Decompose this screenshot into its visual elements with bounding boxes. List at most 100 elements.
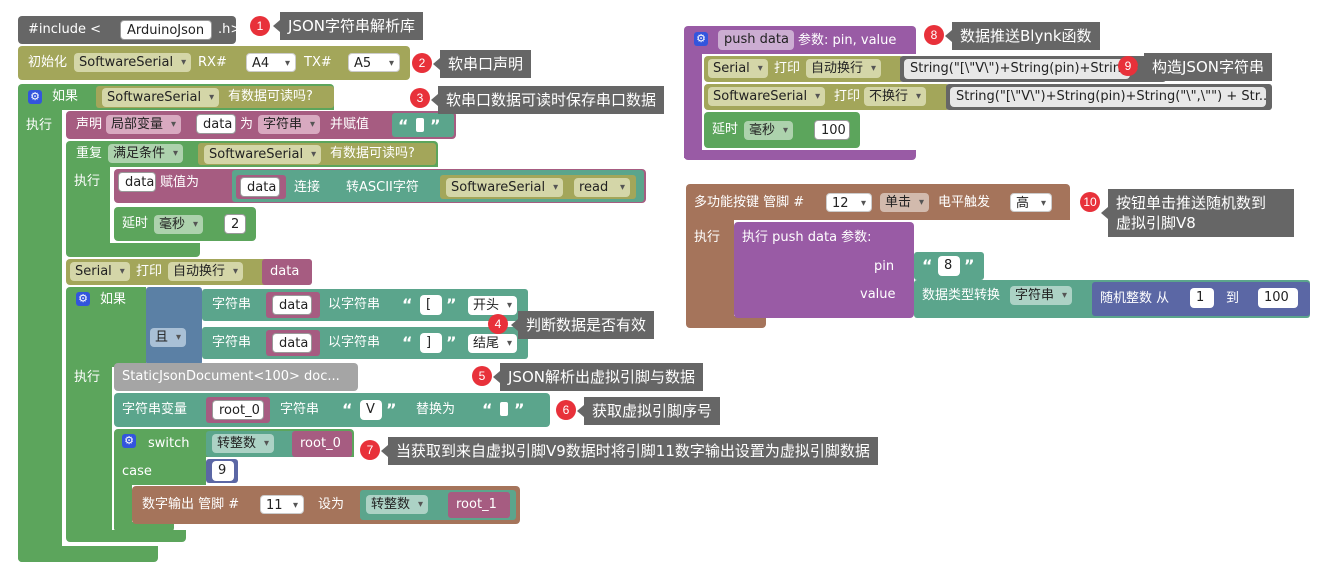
include-block[interactable]: #include < ArduinoJson .h> [18,16,241,44]
repeat-label: 重复 [76,146,103,161]
strvar-char-field[interactable]: V [360,400,382,420]
print-var-block[interactable] [262,259,312,285]
quote-open-icon: “ [482,400,493,419]
delay-value-field[interactable]: 2 [224,214,246,234]
annotation-badge-9: 9 [1118,56,1138,76]
digital-toint-dropdown[interactable]: 转整数 [366,495,429,514]
cond1-pos-dropdown[interactable]: 开头 [468,296,518,315]
button-label: 多功能按键 管脚 # [694,195,805,210]
gear-icon[interactable]: ⚙ [694,32,708,46]
gear-icon[interactable]: ⚙ [122,434,136,448]
init-rx-label: RX# [198,55,227,70]
repeat-block-spine [66,167,110,247]
button-block-top[interactable] [686,184,1070,220]
convert-type-dropdown[interactable]: 字符串 [1010,286,1073,305]
row2-serial-dropdown[interactable]: SoftwareSerial [708,87,826,106]
button-pin-dropdown[interactable]: 12 [826,193,872,213]
row1-mode-dropdown[interactable]: 自动换行 [806,59,882,78]
strvar-replace-label: 替换为 [416,402,456,417]
annotation-note-6: 获取虚拟引脚序号 [576,397,721,425]
empty-string-field[interactable] [416,118,424,132]
button-level-dropdown[interactable]: 高 [1010,193,1052,213]
cond2-char-field[interactable]: ] [420,333,442,353]
json-doc-block[interactable] [114,363,358,391]
switch-case-row[interactable] [114,457,206,485]
repeat-serial-dropdown[interactable]: SoftwareSerial [204,145,322,164]
gear-icon[interactable]: ⚙ [28,90,42,104]
annotation-badge-1: 1 [250,16,270,36]
annotation-badge-10: 10 [1080,192,1100,212]
cond1-char-field[interactable]: [ [420,295,442,315]
print-serial-dropdown[interactable]: Serial [70,262,130,281]
strvar-block[interactable] [114,393,550,427]
push-delay-unit-dropdown[interactable]: 毫秒 [744,121,794,140]
assign-label: 赋值为 [160,175,200,190]
call-push-block[interactable] [734,222,914,318]
declare-var-field[interactable]: data [196,114,236,134]
digital-var-block[interactable] [448,492,510,518]
if-readable-label: 有数据可读吗? [228,89,313,104]
read-method-dropdown[interactable]: read [574,178,630,197]
cond2-pos-dropdown[interactable]: 结尾 [468,334,518,353]
row2-mode-dropdown[interactable]: 不换行 [864,87,927,106]
repeat-mode-dropdown[interactable]: 满足条件 [108,144,184,163]
annotation-badge-4: 4 [488,314,508,334]
init-tx-dropdown[interactable]: A5 [348,53,400,73]
case-value-field[interactable]: 9 [212,461,234,481]
and-dropdown[interactable]: 且 [150,328,187,347]
assign-var-field[interactable]: data [118,172,156,192]
switch-spine [114,485,132,529]
init-serial-dropdown[interactable]: SoftwareSerial [74,53,192,72]
concat-label: 连接 [294,180,321,195]
row1-code-field[interactable]: String("[\"V\")+String(pin)+String("\",\… [904,59,1130,79]
annotation-badge-5: 5 [472,366,492,386]
if2-block-spine [66,365,112,535]
serial-init-block[interactable]: 初始化 SoftwareSerial RX# A4 TX# A5 [18,46,410,80]
row1-serial-dropdown[interactable]: Serial [708,59,768,78]
declare-type-dropdown[interactable]: 字符串 [258,115,321,134]
call-label: 执行 push data 参数: [742,230,872,245]
read-serial-dropdown[interactable]: SoftwareSerial [446,178,564,197]
init-label: 初始化 [28,55,68,70]
declare-label: 声明 [76,117,103,132]
call-value-label: value [860,287,896,302]
concat-var-field[interactable]: data [240,177,280,197]
strvar-var-field[interactable]: root_0 [212,400,264,420]
push-params-label: 参数: pin, value [798,33,897,48]
if2-do-label: 执行 [74,370,101,385]
switch-var-block[interactable] [292,431,352,457]
include-lib-field[interactable]: ArduinoJson [120,20,212,40]
init-rx-dropdown[interactable]: A4 [246,53,296,73]
gear-icon[interactable]: ⚙ [76,292,90,306]
push-data-bottom [684,150,916,160]
cond1-var-field[interactable]: data [272,295,312,315]
random-from-field[interactable]: 1 [1190,288,1214,308]
random-to-field[interactable]: 100 [1258,288,1298,308]
and-block[interactable] [146,287,202,365]
digital-pin-dropdown[interactable]: 11 [260,495,304,515]
button-do-label: 执行 [694,230,721,245]
if-serial-dropdown[interactable]: SoftwareSerial [102,88,220,107]
toascii-label: 转ASCII字符 [346,180,419,195]
empty-string-field[interactable] [500,402,508,416]
annotation-note-1: JSON字符串解析库 [273,12,423,40]
button-event-dropdown[interactable]: 单击 [880,193,930,212]
random-label: 随机整数 从 [1100,291,1170,306]
repeat-block-bottom [66,243,200,257]
delay-unit-dropdown[interactable]: 毫秒 [154,215,204,234]
quote-open-icon: “ [402,333,413,352]
push-delay-value-field[interactable]: 100 [814,120,850,140]
push-name-field[interactable]: push data [718,30,794,50]
pin-value-field[interactable]: 8 [938,256,960,276]
push-delay-label: 延时 [712,122,739,137]
declare-scope-dropdown[interactable]: 局部变量 [106,115,182,134]
row2-code-field[interactable]: String("[\"V\")+String(pin)+String("\",\… [950,87,1266,107]
switch-toint-dropdown[interactable]: 转整数 [212,434,275,453]
quote-open-icon: “ [342,400,353,419]
repeat-do-label: 执行 [74,174,101,189]
cond2-var-field[interactable]: data [272,333,312,353]
annotation-note-5: JSON解析出虚拟引脚与数据 [493,363,703,391]
print-mode-dropdown[interactable]: 自动换行 [168,262,244,281]
button-trigger-label: 电平触发 [938,195,991,210]
annotation-badge-2: 2 [412,53,432,73]
